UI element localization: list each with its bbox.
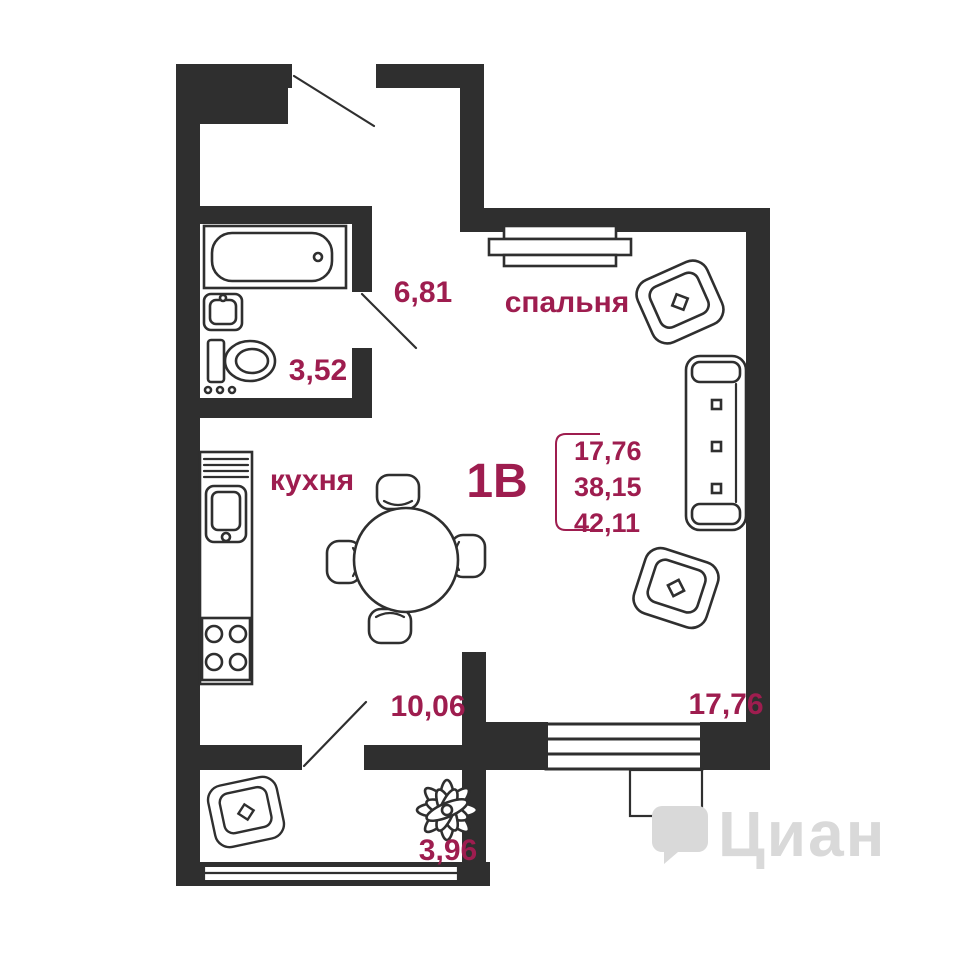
kitchen-area-label: 10,06 bbox=[390, 690, 465, 723]
bathroom-fixtures bbox=[202, 224, 348, 395]
bathroom-door-swing bbox=[360, 292, 418, 350]
toilet-icon bbox=[203, 338, 277, 395]
doors bbox=[292, 74, 418, 768]
armchair-icon bbox=[630, 254, 730, 350]
kitchen-sink-icon bbox=[204, 484, 248, 544]
dining-chair-icon bbox=[367, 607, 413, 645]
watermark-text: Циан bbox=[718, 798, 886, 870]
armchair-icon bbox=[204, 772, 288, 852]
dresser-icon bbox=[487, 224, 633, 268]
bedroom-name-label: спальня bbox=[505, 286, 630, 319]
room-labels: 6,81 спальня 3,52 кухня 10,06 17,76 3,96 bbox=[270, 276, 764, 867]
sofa-icon bbox=[684, 354, 748, 532]
summary-area-2: 38,15 bbox=[574, 472, 642, 502]
summary-area-3: 42,11 bbox=[574, 508, 640, 538]
windows bbox=[202, 722, 704, 882]
watermark-logo-icon bbox=[652, 806, 708, 864]
balcony-area-label: 3,96 bbox=[419, 834, 477, 867]
watermark: Циан bbox=[652, 798, 886, 870]
stove-icon bbox=[200, 616, 252, 682]
bathtub-icon bbox=[202, 224, 348, 290]
kitchen-name-label: кухня bbox=[270, 464, 354, 497]
kitchen-fixtures bbox=[198, 450, 487, 686]
dining-set bbox=[325, 473, 487, 645]
entrance-door-swing bbox=[292, 74, 376, 128]
summary-area-1: 17,76 bbox=[574, 436, 642, 466]
dining-chair-icon bbox=[375, 473, 421, 511]
summary-bracket bbox=[555, 433, 600, 531]
balcony-door-swing bbox=[302, 700, 368, 768]
bedroom-furniture bbox=[487, 224, 748, 634]
dining-table-icon bbox=[352, 506, 460, 614]
bathroom-area-label: 3,52 bbox=[289, 354, 347, 387]
sink-icon bbox=[202, 292, 244, 332]
living-room-window bbox=[544, 722, 704, 818]
plant-icon bbox=[415, 778, 479, 842]
hallway-area-label: 6,81 bbox=[394, 276, 452, 309]
armchair-icon bbox=[628, 542, 724, 634]
bedroom-area-label: 17,76 bbox=[688, 688, 763, 721]
balcony-window bbox=[202, 865, 460, 882]
apartment-summary: 1В 17,76 38,15 42,11 bbox=[466, 433, 642, 538]
apartment-type-label: 1В bbox=[466, 455, 527, 508]
balcony-furniture bbox=[204, 772, 479, 852]
